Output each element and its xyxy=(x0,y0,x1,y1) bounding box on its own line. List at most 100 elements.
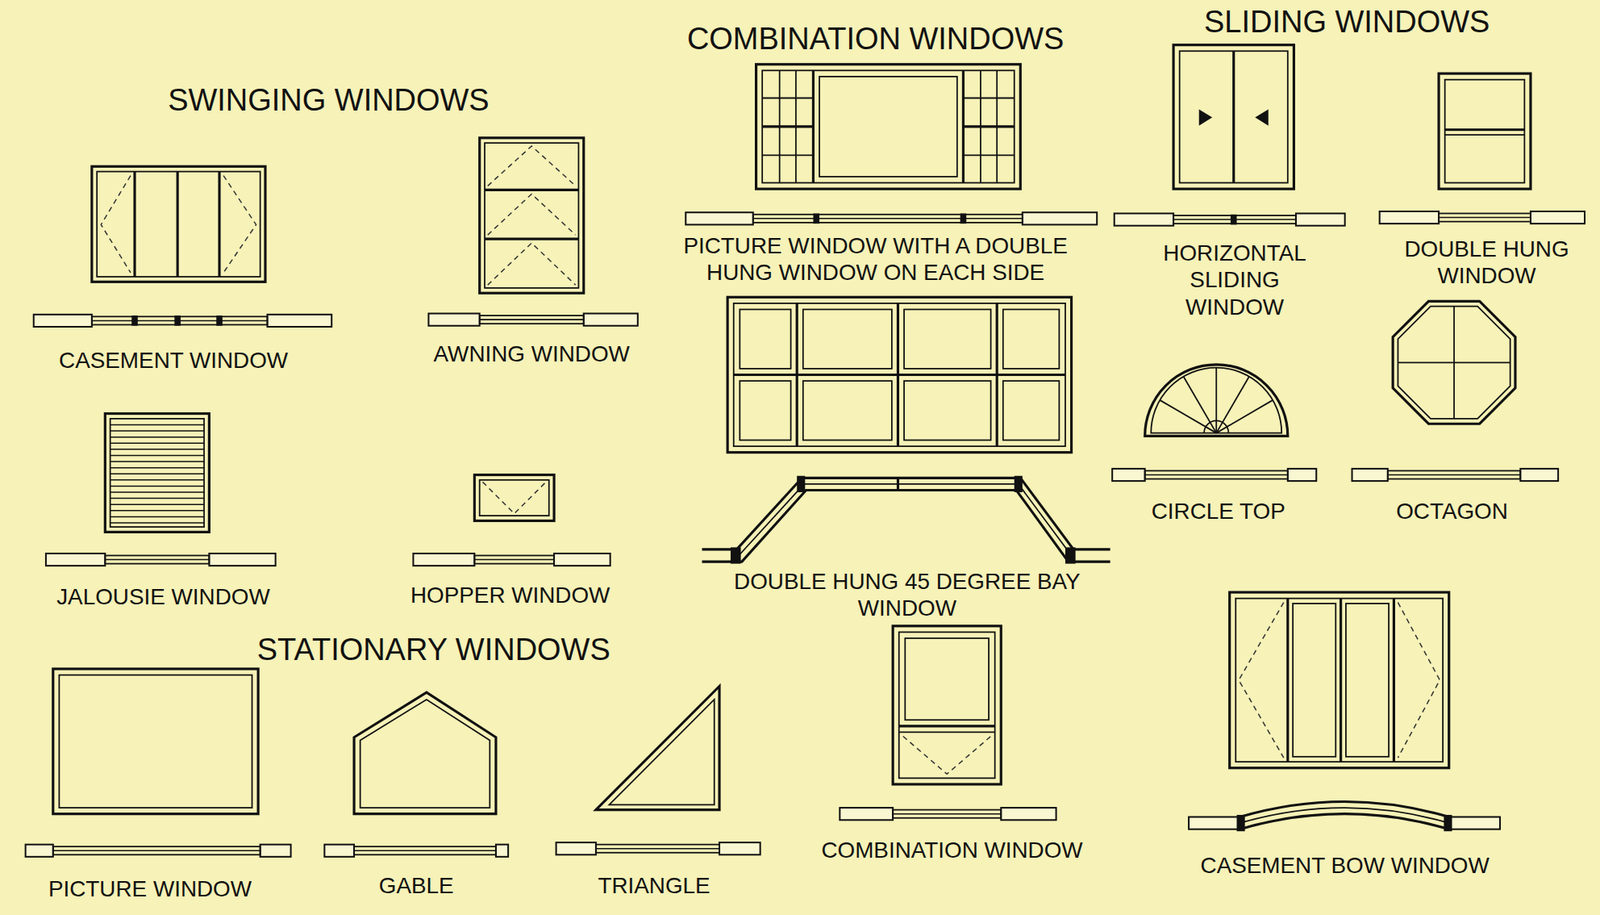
hopper-window-elevation-part xyxy=(474,475,555,521)
jalousie-louvers-part xyxy=(110,472,205,475)
casement-bow-plan-part xyxy=(1237,814,1246,831)
window-plan-part xyxy=(1145,470,1288,479)
horizontal-sliding-elevation-part xyxy=(1173,45,1294,189)
jalousie-louvers xyxy=(110,424,205,522)
window-plan-part xyxy=(33,314,92,327)
awning-window-elevation-part xyxy=(484,237,579,241)
circle-top-elevation-part xyxy=(1215,367,1217,434)
window-plan-part xyxy=(267,314,333,327)
bay-window-plan-part xyxy=(796,475,805,492)
circle-top-elevation-part xyxy=(1216,400,1273,433)
window-label: HORIZONTAL SLIDING WINDOW xyxy=(1137,239,1332,321)
window-plan-part xyxy=(324,844,355,857)
double-hung-elevation-part xyxy=(1445,128,1525,131)
jalousie-louvers-part xyxy=(110,503,205,505)
window-label: CASEMENT BOW WINDOW xyxy=(1176,852,1514,880)
picture-window-elevation-part xyxy=(58,675,252,809)
octagon-elevation-part xyxy=(1397,361,1510,363)
hopper-window-elevation-part xyxy=(482,481,546,513)
triangle-window-elevation xyxy=(595,685,720,809)
window-label: GABLE xyxy=(345,872,488,900)
jalousie-louvers-part xyxy=(110,442,205,445)
window-plan xyxy=(1352,468,1559,481)
window-plan-part xyxy=(753,214,1023,223)
window-plan-part xyxy=(45,553,105,566)
gable-window-elevation xyxy=(354,691,496,814)
casement-bow-plan-part xyxy=(1239,813,1449,830)
window-plan-part xyxy=(960,213,967,225)
casement-bow-elevation-part xyxy=(1345,603,1389,757)
window-plan-part xyxy=(208,553,275,566)
window-plan xyxy=(324,844,509,857)
bay-window-elevation-part xyxy=(739,380,791,440)
casement-window-elevation-part xyxy=(100,175,131,273)
jalousie-louvers-part xyxy=(110,509,205,512)
window-plan-part xyxy=(474,558,555,561)
window-plan-part xyxy=(753,217,1023,220)
combination-window-elevation-part xyxy=(892,625,1001,784)
awning-window-elevation-part xyxy=(487,145,576,186)
window-plan-part xyxy=(1230,214,1238,225)
window-plan-part xyxy=(554,553,611,566)
window-label: DOUBLE HUNG WINDOW xyxy=(1384,235,1589,290)
bay-window-plan-part xyxy=(896,477,900,490)
casement-bow-elevation xyxy=(1229,591,1450,768)
window-plan-part xyxy=(104,558,209,561)
octagon-elevation-part xyxy=(1392,300,1516,424)
bay-window-plan-part xyxy=(1014,475,1023,492)
casement-bow-plan-part xyxy=(1239,807,1449,823)
picture-double-hung-elevation-part xyxy=(962,125,1014,128)
window-plan-part xyxy=(595,847,720,850)
section-heading: STATIONARY WINDOWS xyxy=(219,630,648,668)
octagon-elevation-part xyxy=(1397,306,1510,419)
picture-window-elevation xyxy=(53,668,259,814)
horizontal-sliding-elevation-part xyxy=(1199,108,1213,125)
window-plan-part xyxy=(719,841,761,855)
octagon-elevation xyxy=(1392,300,1516,424)
picture-double-hung-elevation-part xyxy=(995,70,998,183)
window-plan-part xyxy=(479,315,584,324)
casement-bow-elevation-part xyxy=(1397,602,1440,758)
window-plan-part xyxy=(25,844,54,857)
awning-window-elevation xyxy=(479,137,584,293)
casement-window-elevation-part xyxy=(133,171,136,277)
bay-window-plan-part xyxy=(738,483,1071,556)
window-plan-part xyxy=(53,845,261,855)
picture-double-hung-elevation-part xyxy=(962,97,1014,100)
casement-bow-elevation-part xyxy=(1235,598,1443,762)
picture-double-hung-elevation xyxy=(756,64,1021,189)
awning-window-elevation-part xyxy=(479,137,584,293)
window-plan-part xyxy=(354,845,496,855)
window-plan-part xyxy=(1520,468,1559,481)
awning-window-elevation-part xyxy=(484,142,579,288)
double-hung-elevation xyxy=(1438,73,1531,189)
window-plan-part xyxy=(1112,468,1145,481)
window-plan-part xyxy=(839,807,893,820)
window-plan-part xyxy=(354,849,496,851)
window-plan-part xyxy=(428,313,480,326)
window-label: PICTURE WINDOW WITH A DOUBLE HUNG WINDOW… xyxy=(650,233,1100,288)
jalousie-louvers-part xyxy=(110,460,205,463)
window-plan-part xyxy=(1114,213,1174,226)
picture-double-hung-elevation-part xyxy=(795,70,797,183)
picture-window-elevation-part xyxy=(53,668,259,814)
window-label: DOUBLE HUNG 45 DEGREE BAY WINDOW xyxy=(723,568,1092,623)
picture-double-hung-elevation-part xyxy=(979,70,982,183)
window-plan-part xyxy=(892,809,1001,818)
window-plan-part xyxy=(260,844,292,857)
casement-bow-elevation-part xyxy=(1238,602,1284,758)
jalousie-louvers-part xyxy=(110,454,205,457)
combination-window-elevation-part xyxy=(899,631,996,778)
jalousie-window-elevation-part xyxy=(110,418,205,527)
bay-window-elevation-part xyxy=(1003,308,1060,368)
casement-bow-elevation-part xyxy=(1339,598,1342,762)
casement-bow-plan xyxy=(1188,800,1500,831)
window-label: TRIANGLE xyxy=(562,872,746,900)
window-plan-part xyxy=(1145,474,1288,476)
bay-window-plan-part xyxy=(1065,546,1076,563)
section-heading: COMBINATION WINDOWS xyxy=(641,20,1111,58)
double-hung-elevation-part xyxy=(1438,73,1531,189)
window-plan-part xyxy=(1438,213,1531,222)
casement-bow-elevation-part xyxy=(1292,603,1336,757)
